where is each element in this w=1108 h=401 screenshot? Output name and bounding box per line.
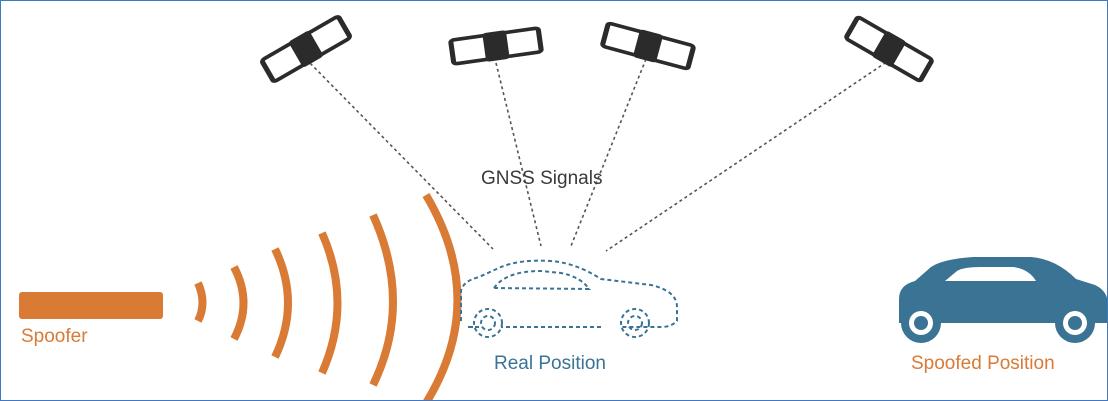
satellite-icon — [844, 15, 933, 84]
gnss-signal-lines — [305, 58, 892, 252]
signal-line-3 — [570, 58, 647, 247]
wave-arc-3 — [271, 247, 292, 359]
spoofing-waves — [194, 192, 462, 400]
wave-arc-1 — [194, 281, 207, 323]
car-outline-icon — [460, 259, 678, 338]
wave-arc-4 — [318, 231, 342, 375]
signal-line-1 — [305, 58, 494, 250]
wave-arc-5 — [369, 213, 397, 387]
satellite-icon — [602, 21, 695, 72]
spoofed-position-label: Spoofed Position — [911, 353, 1055, 374]
car-icon — [899, 257, 1107, 343]
satellite-icon — [260, 14, 352, 84]
real-position-label: Real Position — [494, 353, 606, 374]
signal-line-4 — [605, 58, 892, 252]
gnss-signals-label: GNSS Signals — [481, 168, 603, 189]
signal-line-2 — [495, 62, 542, 247]
wave-arc-6 — [422, 192, 462, 400]
spoofer-transmitter-icon — [19, 292, 163, 319]
wave-arc-2 — [230, 265, 248, 341]
spoofer-label: Spoofer — [21, 326, 88, 347]
satellite-icon — [450, 26, 542, 67]
